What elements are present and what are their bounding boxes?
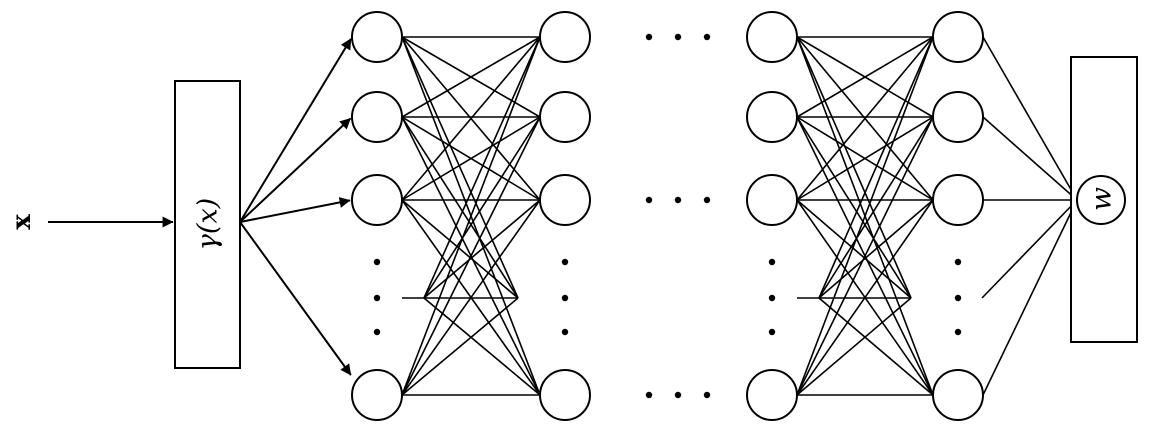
horizontal-ellipsis-dot [674, 196, 682, 204]
connection-line [401, 36, 541, 118]
vertical-ellipsis-dot [373, 294, 381, 302]
output-connection-line [981, 199, 1078, 299]
connection-line [423, 297, 541, 396]
vertical-ellipsis-dot [373, 328, 381, 336]
horizontal-ellipsis-dot [645, 391, 653, 399]
encoding-arrow [239, 38, 352, 223]
vertical-ellipsis-dot [561, 294, 569, 302]
horizontal-ellipsis-dot [645, 196, 653, 204]
connection-line [818, 36, 934, 299]
output-connections [981, 36, 1078, 396]
neuron [746, 174, 798, 226]
connection-line [401, 199, 519, 299]
horizontal-ellipsis-dot [703, 33, 711, 41]
vertical-ellipsis-dot [954, 258, 962, 266]
connection-line [401, 36, 541, 201]
connection-line [401, 36, 519, 299]
connection-line [401, 36, 541, 396]
neuron [932, 11, 984, 63]
connection-line [818, 116, 934, 299]
connection-line [401, 116, 541, 396]
encoding-arrow [239, 221, 352, 376]
neuron [351, 369, 403, 421]
ellipsis-dots [373, 33, 962, 399]
vertical-ellipsis-dot [954, 294, 962, 302]
vertical-ellipsis-dot [768, 328, 776, 336]
connection-line [796, 36, 912, 299]
neuron [539, 11, 591, 63]
neuron [351, 174, 403, 226]
connection-line [796, 116, 912, 299]
neuron [539, 91, 591, 143]
neuron [539, 369, 591, 421]
horizontal-ellipsis-dot [703, 196, 711, 204]
connection-line [423, 36, 541, 299]
output-node [1076, 175, 1126, 225]
layer-connections [401, 36, 934, 396]
neuron [932, 369, 984, 421]
connection-line [818, 297, 934, 396]
connection-line [423, 116, 541, 299]
connection-line [796, 36, 934, 118]
encoding-arrow [239, 117, 352, 223]
neuron [351, 91, 403, 143]
connection-line [796, 116, 934, 396]
vertical-ellipsis-dot [373, 258, 381, 266]
neuron [539, 174, 591, 226]
vertical-ellipsis-dot [768, 258, 776, 266]
vertical-ellipsis-dot [561, 328, 569, 336]
connection-line [401, 116, 541, 201]
connection-line [796, 36, 934, 201]
connection-line [401, 116, 519, 299]
output-label: w [1085, 187, 1118, 211]
vertical-ellipsis-dot [768, 294, 776, 302]
input-label: x [7, 214, 37, 230]
vertical-ellipsis-dot [954, 328, 962, 336]
neuron [746, 91, 798, 143]
connection-line [423, 199, 541, 299]
connection-line [796, 297, 912, 396]
horizontal-ellipsis-dot [674, 391, 682, 399]
encoding-label: γ(x) [193, 198, 224, 250]
encoding-arrows [239, 38, 352, 376]
neuron [746, 11, 798, 63]
neurons [351, 11, 984, 421]
connection-line [796, 199, 912, 299]
horizontal-ellipsis-dot [703, 391, 711, 399]
output-connection-line [982, 199, 1078, 396]
neuron [351, 11, 403, 63]
connection-line [818, 199, 934, 299]
neuron [746, 369, 798, 421]
encoding-arrow [239, 197, 351, 223]
output-connection-line [982, 36, 1078, 201]
output-box: w [1070, 56, 1138, 343]
horizontal-ellipsis-dot [674, 33, 682, 41]
encoding-box: γ(x) [174, 80, 241, 369]
connection-line [796, 36, 934, 396]
connection-line [401, 297, 519, 396]
horizontal-ellipsis-dot [645, 33, 653, 41]
neuron [932, 174, 984, 226]
connection-line [796, 116, 934, 201]
neuron [932, 91, 984, 143]
output-connection-line [982, 116, 1078, 201]
vertical-ellipsis-dot [561, 258, 569, 266]
